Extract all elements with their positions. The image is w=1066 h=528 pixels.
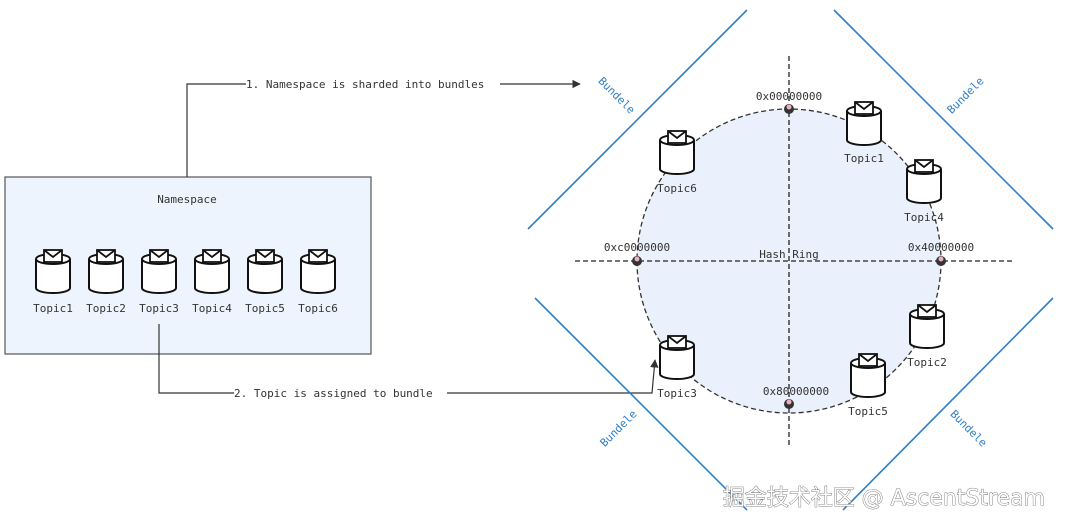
ring-point-bottom: [784, 399, 794, 409]
namespace-topic-label: Topic4: [192, 302, 232, 315]
ring-point-label-right: 0x40000000: [908, 241, 974, 254]
ring-topic-label: Topic6: [657, 182, 697, 195]
ring-point-left: [632, 256, 642, 266]
bundle-label: Bundele: [947, 408, 989, 450]
ring-topic-3: [659, 335, 695, 380]
namespace-topic-5: [247, 249, 283, 294]
namespace-topic-6: [300, 249, 336, 294]
ring-topic-label: Topic4: [904, 211, 944, 224]
bundle-boundaries: [527, 9, 1054, 511]
ring-point-top: [784, 104, 794, 114]
assign-arrow: [447, 359, 659, 394]
ring-topic-6: [659, 130, 695, 175]
namespace-topic-3: [141, 249, 177, 294]
bundle-label: Bundele: [598, 408, 640, 450]
ring-topic-4: [906, 159, 942, 204]
namespace-topic-label: Topic6: [298, 302, 338, 315]
namespace-topic-4: [194, 249, 230, 294]
ring-point-label-bottom: 0x80000000: [763, 385, 829, 398]
namespace-title: Namespace: [157, 193, 217, 206]
namespace-topic-label: Topic5: [245, 302, 285, 315]
ring-topic-label: Topic5: [848, 405, 888, 418]
watermark: 掘金技术社区 @ AscentStream: [723, 486, 1045, 511]
ring-topic-label: Topic1: [844, 152, 884, 165]
namespace-topic-label: Topic3: [139, 302, 179, 315]
namespace-topic-2: [88, 249, 124, 294]
namespace-topic-label: Topic1: [33, 302, 73, 315]
ring-topic-5: [850, 353, 886, 398]
ring-topic-label: Topic2: [907, 356, 947, 369]
step2-label: 2. Topic is assigned to bundle: [234, 387, 433, 400]
step1-label: 1. Namespace is sharded into bundles: [246, 78, 484, 91]
ring-point-right: [936, 256, 946, 266]
ring-topic-label: Topic3: [657, 387, 697, 400]
ring-topic-2: [909, 304, 945, 349]
hash-ring-label: Hash Ring: [759, 248, 819, 261]
namespace-topic-1: [35, 249, 71, 294]
ring-topic-1: [846, 101, 882, 146]
ring-point-label-left: 0xc0000000: [604, 241, 670, 254]
assign-connector: [158, 324, 234, 394]
bundle-label: Bundele: [595, 75, 637, 117]
bundle-label: Bundele: [945, 75, 987, 117]
ring-point-label-top: 0x00000000: [756, 90, 822, 103]
namespace-topic-label: Topic2: [86, 302, 126, 315]
shard-connector: [186, 83, 246, 177]
